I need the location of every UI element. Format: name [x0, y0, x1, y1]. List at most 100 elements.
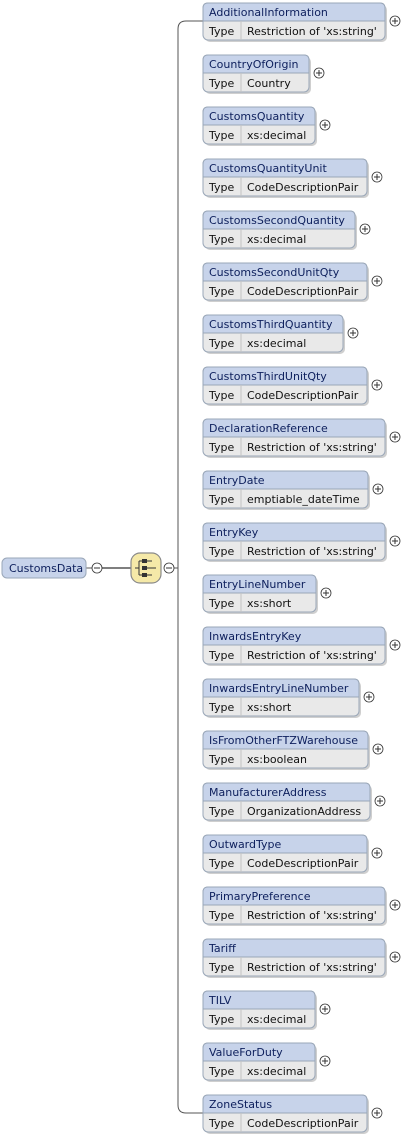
element-header: [202, 210, 356, 230]
element-type: xs:decimal: [247, 1065, 306, 1078]
expand-toggle[interactable]: [389, 431, 401, 443]
expand-toggle[interactable]: [313, 67, 325, 79]
element-name: OutwardType: [209, 838, 281, 851]
element-header: [202, 730, 369, 750]
root-collapse-toggle[interactable]: [91, 562, 103, 574]
element-type: CodeDescriptionPair: [247, 857, 359, 870]
expand-toggle[interactable]: [374, 795, 386, 807]
expand-toggle[interactable]: [389, 639, 401, 651]
element-type: CodeDescriptionPair: [247, 389, 359, 402]
expand-toggle[interactable]: [389, 535, 401, 547]
type-label: Type: [208, 129, 234, 142]
element-type: CodeDescriptionPair: [247, 285, 359, 298]
root-element-name: CustomsData: [9, 562, 83, 575]
element-type: xs:short: [247, 701, 292, 714]
element-type: xs:boolean: [247, 753, 307, 766]
expand-toggle[interactable]: [372, 743, 384, 755]
type-label: Type: [208, 805, 234, 818]
expand-toggle[interactable]: [347, 327, 359, 339]
expand-toggle[interactable]: [389, 951, 401, 963]
element-name: IsFromOtherFTZWarehouse: [209, 734, 358, 747]
element-header: [202, 1042, 316, 1062]
expand-toggle[interactable]: [371, 847, 383, 859]
element-type: emptiable_dateTime: [247, 493, 360, 506]
element-type: xs:decimal: [247, 129, 306, 142]
type-label: Type: [208, 857, 234, 870]
element-name: CustomsThirdUnitQty: [209, 370, 327, 383]
expand-toggle[interactable]: [319, 1055, 331, 1067]
expand-toggle[interactable]: [363, 691, 375, 703]
sequence-compositor[interactable]: [130, 552, 162, 584]
element-header: [202, 938, 386, 958]
element-type: CodeDescriptionPair: [247, 181, 359, 194]
root-element-box: [1, 557, 87, 579]
expand-toggle[interactable]: [320, 587, 332, 599]
element-name: ZoneStatus: [209, 1098, 272, 1111]
element-type: CodeDescriptionPair: [247, 1117, 359, 1130]
element-type: OrganizationAddress: [247, 805, 361, 818]
element-name: ManufacturerAddress: [209, 786, 327, 799]
type-label: Type: [208, 389, 234, 402]
element-header: [202, 626, 386, 646]
expand-toggle[interactable]: [359, 223, 371, 235]
element-header: [202, 574, 317, 594]
expand-toggle[interactable]: [389, 899, 401, 911]
compositor-collapse-toggle[interactable]: [163, 562, 175, 574]
element-header: [202, 470, 369, 490]
connector-lines: [86, 20, 203, 1114]
expand-toggle[interactable]: [371, 171, 383, 183]
type-label: Type: [208, 597, 234, 610]
element-header: [202, 2, 386, 22]
element-name: InwardsEntryLineNumber: [209, 682, 349, 695]
expand-toggle[interactable]: [372, 483, 384, 495]
element-header: [202, 1094, 368, 1114]
expand-toggle[interactable]: [389, 15, 401, 27]
element-name: CustomsSecondUnitQty: [209, 266, 340, 279]
element-type: xs:short: [247, 597, 292, 610]
element-header: [202, 262, 368, 282]
element-name: CountryOfOrigin: [209, 58, 299, 71]
element-type: Restriction of 'xs:string': [247, 441, 377, 454]
sequence-compositor-icon: [135, 559, 156, 577]
element-type: Restriction of 'xs:string': [247, 909, 377, 922]
expand-toggle[interactable]: [319, 119, 331, 131]
type-label: Type: [208, 545, 234, 558]
root-element[interactable]: CustomsData: [1, 557, 87, 579]
expand-toggle[interactable]: [371, 379, 383, 391]
element-name: CustomsSecondQuantity: [209, 214, 345, 227]
element-type: xs:decimal: [247, 1013, 306, 1026]
element-name: EntryDate: [209, 474, 265, 487]
element-name: PrimaryPreference: [209, 890, 311, 903]
element-header: [202, 158, 368, 178]
type-label: Type: [208, 493, 234, 506]
element-header: [202, 54, 310, 74]
type-label: Type: [208, 441, 234, 454]
expand-toggle[interactable]: [319, 1003, 331, 1015]
expand-toggle[interactable]: [371, 1107, 383, 1119]
type-label: Type: [208, 961, 234, 974]
expand-toggle[interactable]: [371, 275, 383, 287]
